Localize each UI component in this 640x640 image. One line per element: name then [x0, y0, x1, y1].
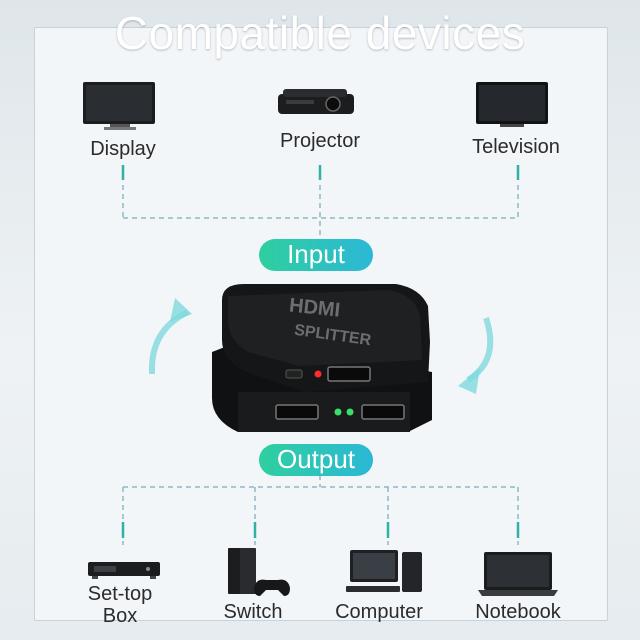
- set-top-box-icon: [88, 562, 160, 579]
- right-curved-arrow-icon: [458, 317, 494, 394]
- game-console-icon: [228, 548, 290, 596]
- device-brand-text: HDMI: [288, 294, 341, 321]
- output-badge: Output: [259, 444, 373, 476]
- television-icon: [476, 82, 548, 127]
- left-curved-arrow-icon: [148, 298, 192, 375]
- monitor-icon: [83, 82, 155, 130]
- display-label: Display: [90, 138, 156, 160]
- laptop-icon: [478, 552, 558, 596]
- projector-icon: [278, 89, 354, 114]
- computer-label: Computer: [335, 601, 423, 623]
- notebook-label: Notebook: [475, 601, 561, 623]
- projector-label: Projector: [279, 130, 361, 152]
- set-top-box-label: Set-top Box: [87, 583, 153, 627]
- television-label: Television: [472, 136, 560, 158]
- desktop-computer-icon: [346, 550, 422, 592]
- page-title: Compatible devices: [114, 7, 526, 59]
- input-badge: Input: [259, 239, 373, 271]
- switch-label: Switch: [223, 601, 283, 623]
